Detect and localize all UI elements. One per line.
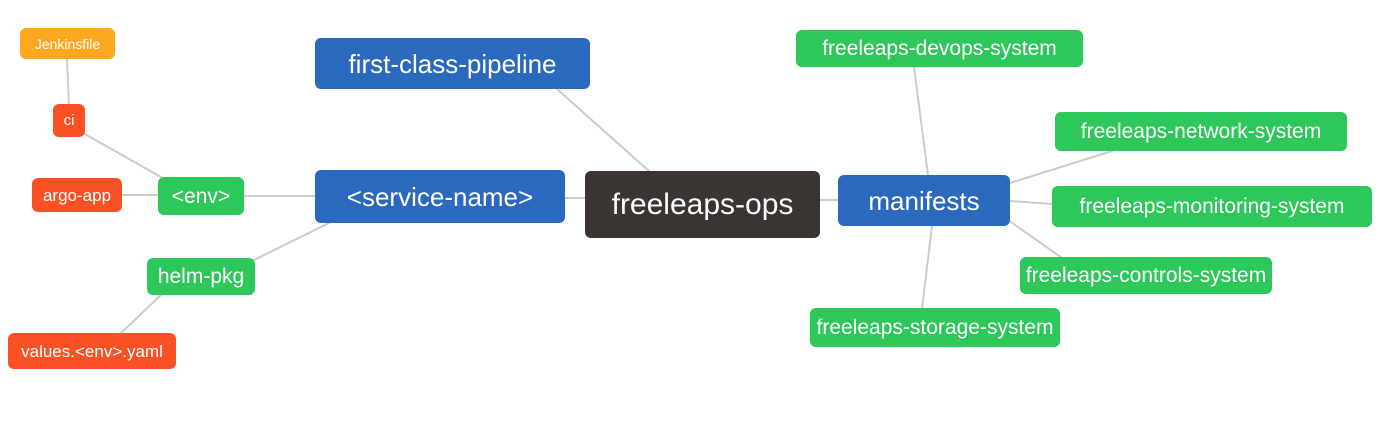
node-manifests[interactable]: manifests bbox=[838, 175, 1010, 226]
edge-pipeline-root bbox=[556, 88, 651, 173]
node-first-class-pipeline[interactable]: first-class-pipeline bbox=[315, 38, 590, 89]
node-ci[interactable]: ci bbox=[53, 104, 85, 137]
edge-manifests-devops bbox=[913, 66, 929, 176]
edge-manifests-monitoring bbox=[1009, 200, 1053, 205]
edge-manifests-controls bbox=[1007, 219, 1063, 259]
node-values-env-yaml[interactable]: values.<env>.yaml bbox=[8, 333, 176, 369]
edge-manifests-network bbox=[1009, 150, 1113, 184]
node-freeleaps-ops-root[interactable]: freeleaps-ops bbox=[585, 171, 820, 238]
edge-manifests-storage bbox=[921, 225, 933, 309]
node-service-name[interactable]: <service-name> bbox=[315, 170, 565, 223]
node-freeleaps-storage-system[interactable]: freeleaps-storage-system bbox=[810, 308, 1060, 347]
node-helm-pkg[interactable]: helm-pkg bbox=[147, 258, 255, 295]
edge-ci-env bbox=[82, 132, 169, 182]
node-freeleaps-monitoring-system[interactable]: freeleaps-monitoring-system bbox=[1052, 186, 1372, 227]
edge-values-helmpkg bbox=[119, 293, 163, 335]
node-env[interactable]: <env> bbox=[158, 177, 244, 215]
node-freeleaps-controls-system[interactable]: freeleaps-controls-system bbox=[1020, 257, 1272, 294]
edge-helmpkg-servicename bbox=[249, 220, 334, 263]
node-freeleaps-network-system[interactable]: freeleaps-network-system bbox=[1055, 112, 1347, 151]
node-jenkinsfile[interactable]: Jenkinsfile bbox=[20, 28, 115, 59]
edge-jenkinsfile-ci bbox=[66, 58, 70, 107]
node-argo-app[interactable]: argo-app bbox=[32, 178, 122, 212]
node-freeleaps-devops-system[interactable]: freeleaps-devops-system bbox=[796, 30, 1083, 67]
